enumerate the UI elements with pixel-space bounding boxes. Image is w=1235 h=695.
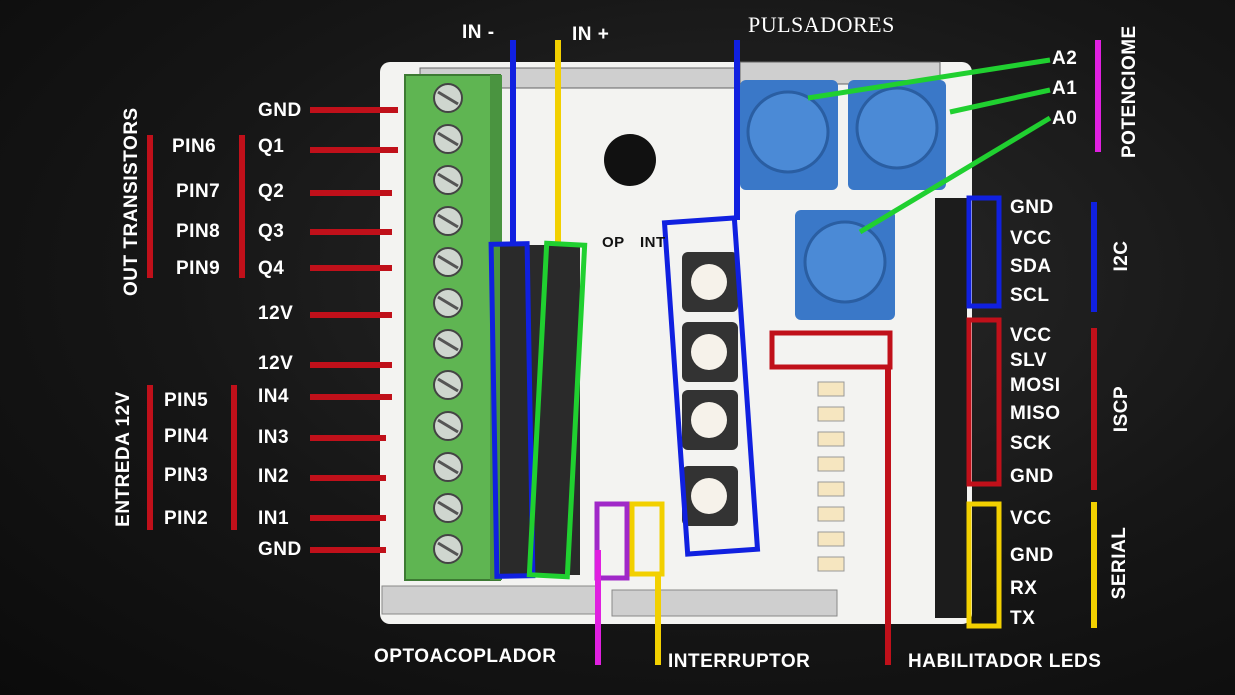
screw-terminal-block — [404, 74, 502, 581]
i2c-gnd: GND — [1010, 197, 1054, 218]
led — [817, 381, 845, 397]
pushbutton-cap — [691, 264, 727, 300]
iscp-miso: MISO — [1010, 403, 1061, 424]
in1-label: IN1 — [258, 508, 290, 529]
i2c-scl: SCL — [1010, 285, 1050, 306]
iscp-gnd: GND — [1010, 466, 1054, 487]
in-plus-box — [526, 240, 588, 580]
screw-slot — [437, 172, 459, 188]
v12b-label: 12V — [258, 353, 294, 374]
interruptor-label: INTERRUPTOR — [668, 651, 811, 672]
serial-gnd: GND — [1010, 545, 1054, 566]
pin8-label: PIN8 — [176, 221, 221, 242]
iscp-box — [966, 317, 1002, 487]
iscp-mosi: MOSI — [1010, 375, 1061, 396]
entrada-group: ENTREDA 12V — [113, 391, 134, 527]
pulsadores-title: PULSADORES — [748, 12, 895, 37]
opto-box — [594, 501, 630, 581]
led — [817, 456, 845, 472]
pot-a2-label: A2 — [1052, 48, 1078, 69]
q2-label: Q2 — [258, 181, 285, 202]
in2-label: IN2 — [258, 466, 290, 487]
led-column — [817, 381, 845, 572]
logo — [604, 134, 656, 186]
pushbutton-cap — [691, 402, 727, 438]
potentiometers — [740, 80, 946, 320]
top-header-pins — [419, 61, 941, 89]
pin6-label: PIN6 — [172, 136, 217, 157]
screw-slot — [437, 90, 459, 106]
pin7-label: PIN7 — [176, 181, 221, 202]
led — [817, 406, 845, 422]
iscp-sck: SCK — [1010, 433, 1052, 454]
left-red-brackets — [147, 135, 245, 530]
left-red-leaders — [310, 107, 398, 553]
bottom-header-pins — [381, 585, 838, 617]
pushbuttons — [682, 252, 738, 526]
screw-slot — [437, 541, 459, 557]
pin5-label: PIN5 — [164, 390, 209, 411]
pin2-label: PIN2 — [164, 508, 209, 529]
pushbutton-cap — [691, 478, 727, 514]
q1-label: Q1 — [258, 136, 285, 157]
in-plus-label: IN + — [572, 24, 610, 45]
in3-label: IN3 — [258, 427, 290, 448]
pushbutton-cap — [691, 334, 727, 370]
out-gnd-label: GND — [258, 100, 302, 121]
in4-label: IN4 — [258, 386, 290, 407]
serial-vcc: VCC — [1010, 508, 1052, 529]
serial-tx: TX — [1010, 608, 1036, 629]
pot-a0-label: A0 — [1052, 108, 1078, 129]
led — [817, 506, 845, 522]
screw-slot — [437, 500, 459, 516]
led — [817, 556, 845, 572]
screw-slot — [437, 254, 459, 270]
i2c-box — [966, 195, 1002, 309]
screw-slot — [437, 131, 459, 147]
pin9-label: PIN9 — [176, 258, 221, 279]
pot-a1-label: A1 — [1052, 78, 1078, 99]
screw-slot — [437, 459, 459, 475]
i2c-sda: SDA — [1010, 256, 1052, 277]
iscp-vcc: VCC — [1010, 325, 1052, 346]
screw-slot — [437, 295, 459, 311]
led — [817, 431, 845, 447]
q3-label: Q3 — [258, 221, 285, 242]
iscp-slv: SLV — [1010, 350, 1048, 371]
in-minus-label: IN - — [462, 22, 495, 43]
board-op-label: OP — [602, 234, 625, 251]
pin4-label: PIN4 — [164, 426, 209, 447]
screw-slot — [437, 336, 459, 352]
screw-slot — [437, 377, 459, 393]
pot-group-label: POTENCIOME — [1119, 25, 1140, 158]
pin3-label: PIN3 — [164, 465, 209, 486]
habilitador-leds-label: HABILITADOR LEDS — [908, 651, 1102, 672]
pulsadores-box — [661, 215, 761, 557]
optoacoplador-label: OPTOACOPLADOR — [374, 646, 557, 667]
i2c-vcc: VCC — [1010, 228, 1052, 249]
q4-label: Q4 — [258, 258, 285, 279]
iscp-group: ISCP — [1111, 385, 1132, 433]
right-female-header — [935, 198, 967, 618]
v12a-label: 12V — [258, 303, 294, 324]
entrada-gnd-label: GND — [258, 539, 302, 560]
screw-slot — [437, 213, 459, 229]
board-int-label: INT — [640, 234, 666, 251]
serial-box — [966, 501, 1002, 629]
out-transistors-group: OUT TRANSISTORS — [121, 107, 142, 296]
led — [817, 531, 845, 547]
led — [817, 481, 845, 497]
screw-slot — [437, 418, 459, 434]
hab-leds-box — [769, 330, 893, 370]
pot-green-leaders — [807, 57, 1052, 235]
in-minus-box — [488, 241, 536, 579]
interruptor-box — [629, 501, 665, 577]
serial-group: SERIAL — [1109, 526, 1130, 600]
i2c-group: I2C — [1111, 240, 1132, 272]
serial-rx: RX — [1010, 578, 1038, 599]
